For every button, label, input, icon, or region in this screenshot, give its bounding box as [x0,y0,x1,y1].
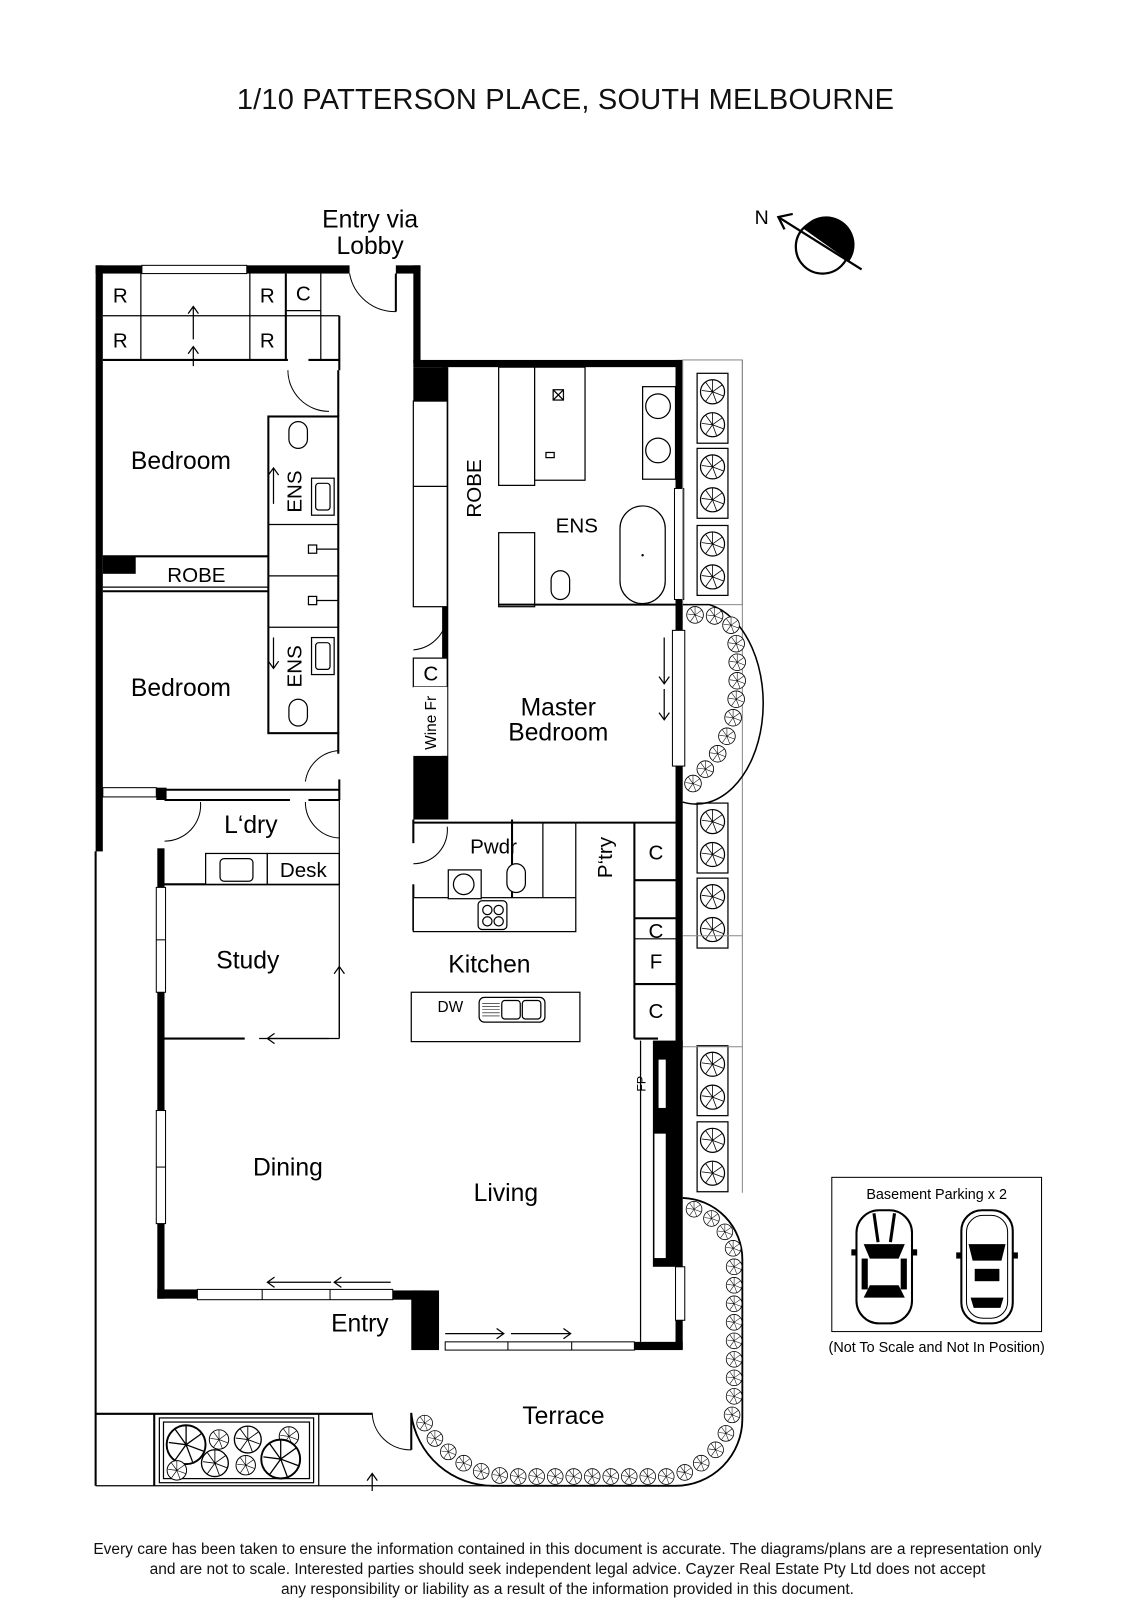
shower-icon [307,595,318,606]
label-dining: Dining [253,1154,323,1181]
label-robe-r2: R [113,330,128,353]
label-cupboard-1: C [649,842,664,865]
label-cupboard-wine: C [423,663,438,686]
label-master: Master [521,695,596,722]
toilet-icon [288,421,309,449]
garden [94,359,764,1487]
label-master-bedroom: Bedroom [508,719,608,746]
shower-icon [307,544,318,554]
label-robe-shared: ROBE [167,564,225,587]
label-desk: Desk [280,859,328,882]
label-ensuite-2: ENS [283,645,306,687]
sink-icon [219,857,254,882]
label-lobby: Lobby [337,233,405,260]
label-wine-fridge: Wine Fr [423,696,440,750]
label-kitchen: Kitchen [448,952,530,979]
label-living: Living [474,1180,538,1207]
label-cupboard-top: C [296,282,311,305]
cooktop-icon [477,900,508,931]
page-title: 1/10 PATTERSON PLACE, SOUTH MELBOURNE [236,84,895,116]
basin-icon [645,437,671,464]
label-laundry: L‘dry [224,812,278,839]
fixtures [219,389,671,1023]
parking-legend: Basement Parking x 2 (Not To Scale and N… [829,1176,1045,1356]
car-icon [851,1209,918,1325]
walls [95,264,686,1351]
north-label: N [755,207,769,229]
label-dishwasher: DW [438,999,464,1016]
basin-icon [645,393,671,420]
label-cupboard-3: C [649,1000,664,1023]
label-pantry: P‘try [594,836,617,878]
label-robe-r1: R [113,284,128,307]
basin-icon [452,873,475,896]
label-robe-r4: R [260,330,275,353]
car-icon [956,1209,1018,1325]
label-cupboard-2: C [649,920,664,943]
disclaimer-line-1: Every care has been taken to ensure the … [93,1541,1042,1558]
doors [164,273,670,1491]
label-terrace: Terrace [522,1403,604,1430]
label-entry: Entry [331,1311,389,1338]
label-fireplace: FP [635,1076,649,1092]
parking-note: (Not To Scale and Not In Position) [829,1340,1045,1356]
label-study: Study [216,948,280,975]
disclaimer-line-2: and are not to scale. Interested parties… [149,1561,986,1578]
label-master-robe: ROBE [463,459,486,517]
label-master-ensuite: ENS [556,515,598,538]
label-bedroom-2: Bedroom [131,675,231,702]
label-powder: Pwdr [470,835,517,858]
label-entry-via: Entry via [322,206,418,233]
label-robe-r3: R [260,284,275,307]
label-fridge: F [650,951,663,974]
interior-walls [102,273,677,1342]
toilet-icon [506,863,527,894]
disclaimer: Every care has been taken to ensure the … [30,1540,1105,1600]
label-ensuite-1: ENS [283,470,306,512]
toilet-icon [550,570,571,601]
label-bedroom-1: Bedroom [131,448,231,475]
room-labels: Entry via Lobby R R R R C Bedroom ENS RO… [113,206,664,1430]
disclaimer-line-3: any responsibility or liability as a res… [281,1581,854,1598]
parking-title: Basement Parking x 2 [866,1187,1007,1203]
toilet-icon [288,698,309,727]
north-arrow-icon: N [755,207,863,275]
